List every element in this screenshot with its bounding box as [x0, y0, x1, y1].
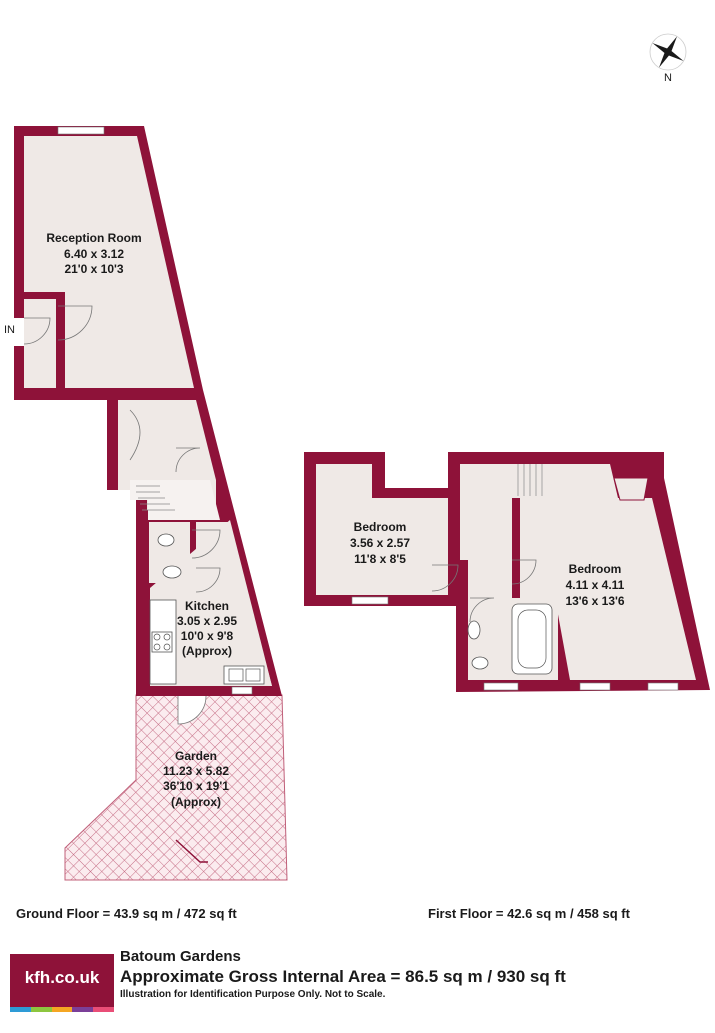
room-note: (Approx) — [171, 795, 221, 809]
reception-room-floor — [24, 136, 194, 388]
entrance-label: IN — [4, 324, 15, 336]
room-metric: 3.05 x 2.95 — [177, 614, 237, 628]
room-name: Bedroom — [569, 562, 622, 576]
room-metric: 6.40 x 3.12 — [64, 247, 124, 261]
property-name: Batoum Gardens — [120, 948, 241, 965]
bedroom-2-label: Bedroom 4.11 x 4.11 13'6 x 13'6 — [565, 562, 624, 608]
garden-label: Garden 11.23 x 5.82 36'10 x 19'1 (Approx… — [163, 749, 229, 809]
bathroom-basin — [467, 620, 481, 640]
kfh-logo[interactable]: kfh.co.uk — [10, 954, 114, 1012]
wc-basin — [162, 565, 182, 579]
kitchen-window — [231, 686, 253, 695]
first-floor — [304, 452, 710, 692]
hall-door — [175, 447, 201, 473]
bathroom-door — [469, 597, 495, 623]
compass: N — [646, 30, 690, 88]
room-metric: 11.23 x 5.82 — [163, 764, 229, 778]
kitchen-door — [195, 567, 221, 593]
room-name: Reception Room — [46, 231, 141, 245]
room-name: Bedroom — [354, 520, 407, 534]
kitchen-label: Kitchen 3.05 x 2.95 10'0 x 9'8 (Approx) — [177, 599, 237, 658]
logo-stripe-bar — [10, 1007, 114, 1012]
porch-door — [23, 317, 51, 345]
garden-steps — [175, 839, 208, 863]
bathroom-window — [483, 682, 519, 691]
bedroom-2-door — [511, 559, 537, 585]
bedroom-2-floor — [520, 498, 696, 680]
reception-room-label: Reception Room 6.40 x 3.12 21'0 x 10'3 — [46, 231, 141, 276]
hall-curve — [129, 409, 141, 461]
ground-floor-area: Ground Floor = 43.9 sq m / 472 sq ft — [16, 906, 237, 921]
porch-wall-top — [24, 292, 65, 299]
room-name: Garden — [175, 749, 217, 763]
bedroom-1-label: Bedroom 3.56 x 2.57 11'8 x 8'5 — [350, 520, 410, 566]
first-floor-area: First Floor = 42.6 sq m / 458 sq ft — [428, 906, 630, 921]
hob — [151, 631, 173, 653]
wc-toilet — [157, 533, 175, 547]
bedroom-1-window — [351, 596, 389, 605]
bedroom-1-floor — [316, 464, 448, 595]
bedroom-2-window-b — [647, 682, 679, 691]
ground-floor — [14, 126, 288, 881]
room-metric: 3.56 x 2.57 — [350, 536, 410, 550]
first-floor-stairs — [517, 464, 543, 496]
north-label: N — [664, 72, 672, 84]
wc-door — [191, 529, 221, 559]
room-name: Kitchen — [185, 599, 229, 613]
bath — [511, 603, 553, 675]
cupboard — [613, 477, 649, 501]
reception-window — [57, 126, 105, 135]
disclaimer: Illustration for Identification Purpose … — [120, 989, 386, 1000]
porch-wall — [56, 298, 65, 388]
bedroom-1-door — [431, 564, 459, 592]
kitchen-floor-b — [150, 522, 272, 686]
room-imperial: 36'10 x 19'1 — [163, 779, 229, 793]
garden-hatch — [65, 695, 287, 880]
room-metric: 4.11 x 4.11 — [566, 578, 625, 592]
bedroom-2-window-a — [579, 682, 611, 691]
logo-text: kfh.co.uk — [24, 968, 100, 987]
room-imperial: 21'0 x 10'3 — [64, 262, 123, 276]
room-imperial: 11'8 x 8'5 — [354, 552, 406, 566]
garden-door — [177, 695, 207, 725]
bathroom-toilet — [471, 656, 489, 670]
compass-rose-icon — [649, 33, 687, 71]
room-note: (Approx) — [182, 644, 232, 658]
gross-internal-area: Approximate Gross Internal Area = 86.5 s… — [120, 967, 566, 986]
porch-floor — [24, 298, 58, 388]
room-imperial: 10'0 x 9'8 — [181, 629, 234, 643]
entrance-gap — [14, 318, 24, 346]
stairs — [136, 485, 175, 511]
sink — [223, 665, 265, 685]
footer: kfh.co.uk Batoum Gardens Approximate Gro… — [10, 946, 710, 1012]
footer-text: Batoum Gardens Approximate Gross Interna… — [120, 948, 566, 1002]
room-imperial: 13'6 x 13'6 — [565, 594, 624, 608]
reception-door — [57, 305, 93, 341]
